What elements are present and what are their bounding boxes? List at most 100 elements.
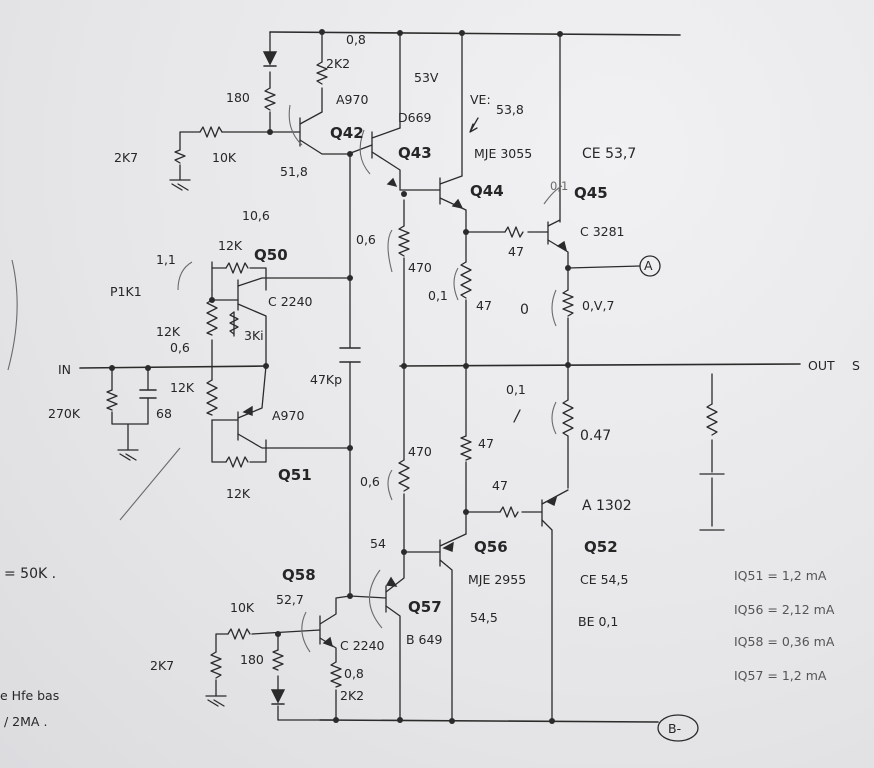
label-ve: VE: [470,92,491,107]
label-01-low: 0,1 [506,382,526,397]
label-hfe: e Hfe bas [0,688,59,703]
label-q45: Q45 [574,184,608,202]
label-v08-top: 0,8 [346,32,366,47]
resistor-47-mid [460,261,472,299]
wires [79,31,801,723]
label-06-b: 0,6 [170,340,190,355]
brackets [7,229,557,521]
resistor-12k-q50 [225,262,249,274]
resistor-180-bot [272,649,284,671]
label-b649: B 649 [406,632,442,647]
label-2k2-bot: 2K2 [340,688,364,703]
label-54: 54 [370,536,386,551]
label-106: 10,6 [242,208,270,223]
label-c2240-bot: C 2240 [340,638,385,653]
q57-circle-arc [368,569,383,629]
label-out: OUT [808,358,835,373]
resistor-10k-top [199,126,223,138]
resistor-270k [106,389,118,411]
resistor-47-q45 [504,226,524,238]
label-01-q45: 0,1 [550,179,568,193]
label-q51: Q51 [278,466,312,484]
label-47-low2: 47 [492,478,508,493]
transistor-marks [177,104,568,653]
label-in: IN [58,362,71,377]
resistor-3k [229,311,239,335]
label-545: 54,5 [470,610,498,625]
pot-arc [177,261,193,291]
label-ve-value: 53,8 [496,102,524,117]
resistor-47-low2 [499,506,519,518]
label-180-top: 180 [226,90,250,105]
label-10k-bot: 10K [230,600,255,615]
q43-circle-arc [359,129,371,175]
label-68: 68 [156,406,172,421]
diode-top [262,51,278,66]
q42-circle-arc [288,104,303,146]
label-q42: Q42 [330,124,364,142]
current-note-q57: IQ57 = 1,2 mA [734,668,827,683]
label-node-b: B- [668,721,681,736]
resistor-10k-bot [227,628,251,640]
label-47-mid: 47 [476,298,492,313]
input-line [79,365,269,369]
label-q43: Q43 [398,144,432,162]
label-ce537: CE 53,7 [582,146,636,162]
label-q57: Q57 [408,598,442,616]
label-d669: D669 [398,110,432,125]
label-2k7-top: 2K7 [114,150,138,165]
pot-1k [206,299,218,336]
label-47-q45: 47 [508,244,524,259]
label-53v: 53V [414,70,439,85]
label-pot1k: P1K1 [110,284,142,299]
grounds [117,179,227,707]
junctions [109,29,571,724]
resistor-180-top [264,87,276,111]
label-12k-mid: 12K [170,380,195,395]
labels: 0,8 2K2 180 A970 53V VE: 53,8 D669 Q42 Q… [0,32,860,736]
label-270k: 270K [48,406,81,421]
label-eq50k: = 50K . [4,566,56,582]
label-mje2955: MJE 2955 [468,572,526,587]
label-3k: 3Ki [244,328,264,343]
label-q56: Q56 [474,538,508,556]
label-2k7-bot: 2K7 [150,658,174,673]
label-12k-q50: 12K [218,238,243,253]
current-notes: IQ51 = 1,2 mA IQ56 = 2,12 mA IQ58 = 0,36… [734,568,835,683]
label-0v17: 0,V,7 [582,298,614,313]
label-12k-left: 12K [156,324,181,339]
label-q52: Q52 [584,538,618,556]
label-q58: Q58 [282,566,316,584]
resistor-2k7-bot [210,651,222,679]
label-q50: Q50 [254,246,288,264]
current-note-q56: IQ56 = 2,12 mA [734,602,835,617]
resistor-470-top [398,225,410,257]
node-b-circle [657,714,699,742]
label-12k-bot: 12K [226,486,251,501]
label-mje3055: MJE 3055 [474,146,532,161]
resistor-12k-bot [225,456,249,468]
q45-arc [543,185,563,205]
label-180-bot: 180 [240,652,264,667]
label-2k2-top: 2K2 [326,56,350,71]
resistors [106,61,718,688]
diodes [262,51,286,705]
resistor-2k2-top [316,61,328,85]
resistor-12k-mid [206,379,218,416]
label-a970-top: A970 [336,92,368,107]
node-a-circle [639,255,661,277]
ground-bot [205,695,227,707]
label-01-mid: 0,1 [428,288,448,303]
capacitor-47kp [339,347,361,363]
resistor-47-low [460,435,472,461]
current-note-q58: IQ58 = 0,36 mA [734,634,835,649]
label-470-top: 470 [408,260,432,275]
label-06-a: 0,6 [356,232,376,247]
label-be01: BE 0,1 [578,614,618,629]
capacitors [139,347,361,399]
label-10k-top: 10K [212,150,237,165]
label-11: 1,1 [156,252,176,267]
resistor-2k2-bot [330,661,342,688]
